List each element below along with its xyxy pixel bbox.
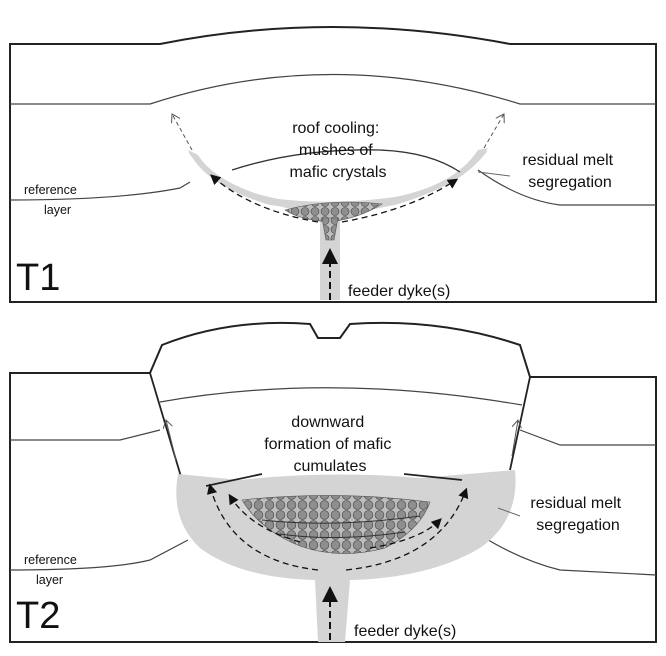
panel-t2-roof-line-right: [403, 473, 463, 481]
panel-t1-residual-pointer: [477, 171, 511, 177]
panel-t2-escape-arrow-left: [166, 420, 177, 461]
panel-t1-upper-stratum: [10, 73, 656, 105]
panel-t1-flow-arrow-left: [210, 174, 319, 223]
panel-t2-reference-label: reference layer: [24, 553, 80, 587]
panel-t1-residual-label: residual melt segregation: [522, 152, 617, 191]
panel-t1-crystal-mush: [284, 201, 383, 223]
panel-t1-sill-fill-inner: [188, 148, 488, 210]
panel-t1-reference-label: reference layer: [24, 183, 80, 217]
panel-t2-roof-label: downward formation of mafic cumulates: [264, 414, 396, 475]
panel-t1-stage-label: T1: [16, 257, 60, 299]
panel-t1-melt-sill: [188, 150, 488, 300]
panel-t2-stage-label: T2: [16, 595, 60, 637]
panel-t2-cumulate-layer-2: [279, 531, 406, 539]
panel-t2-residual-pointer: [497, 507, 521, 517]
panel-t1-escape-arrow-right: [483, 114, 504, 149]
panel-t1-outline: [9, 26, 657, 303]
panel-t1-roof-label: roof cooling: mushes of mafic crystals: [290, 120, 387, 181]
panel-t1-sill-roof: [231, 149, 461, 173]
panel-t2-flow-arrow-right-inner: [369, 518, 442, 549]
panel-t2-residual-label: residual melt segregation: [530, 495, 625, 534]
panel-t2-fault-left: [149, 372, 183, 481]
panel-t2-flow-arrow-right-outer: [345, 487, 469, 571]
panel-t2: downward formation of mafic cumulates re…: [9, 321, 657, 643]
panel-t2-outline: [9, 321, 657, 643]
panel-t1-feeder-label: feeder dyke(s): [348, 283, 450, 300]
panel-t1-escape-arrow-left: [172, 114, 193, 151]
panel-t1-flow-arrow-right: [341, 178, 459, 223]
panel-t2-feeder-label: feeder dyke(s): [354, 623, 456, 640]
panel-t2-escape-arrow-right: [511, 420, 518, 457]
panel-t2-upper-stratum: [10, 387, 656, 446]
panel-t1: roof cooling: mushes of mafic crystals r…: [9, 26, 657, 303]
panel-t1-crystal-stem: [321, 217, 339, 241]
panel-t2-cumulate-layer-1: [261, 515, 421, 524]
panel-t1-reference-layer: [9, 169, 656, 206]
panel-t2-fault-right: [509, 376, 531, 471]
